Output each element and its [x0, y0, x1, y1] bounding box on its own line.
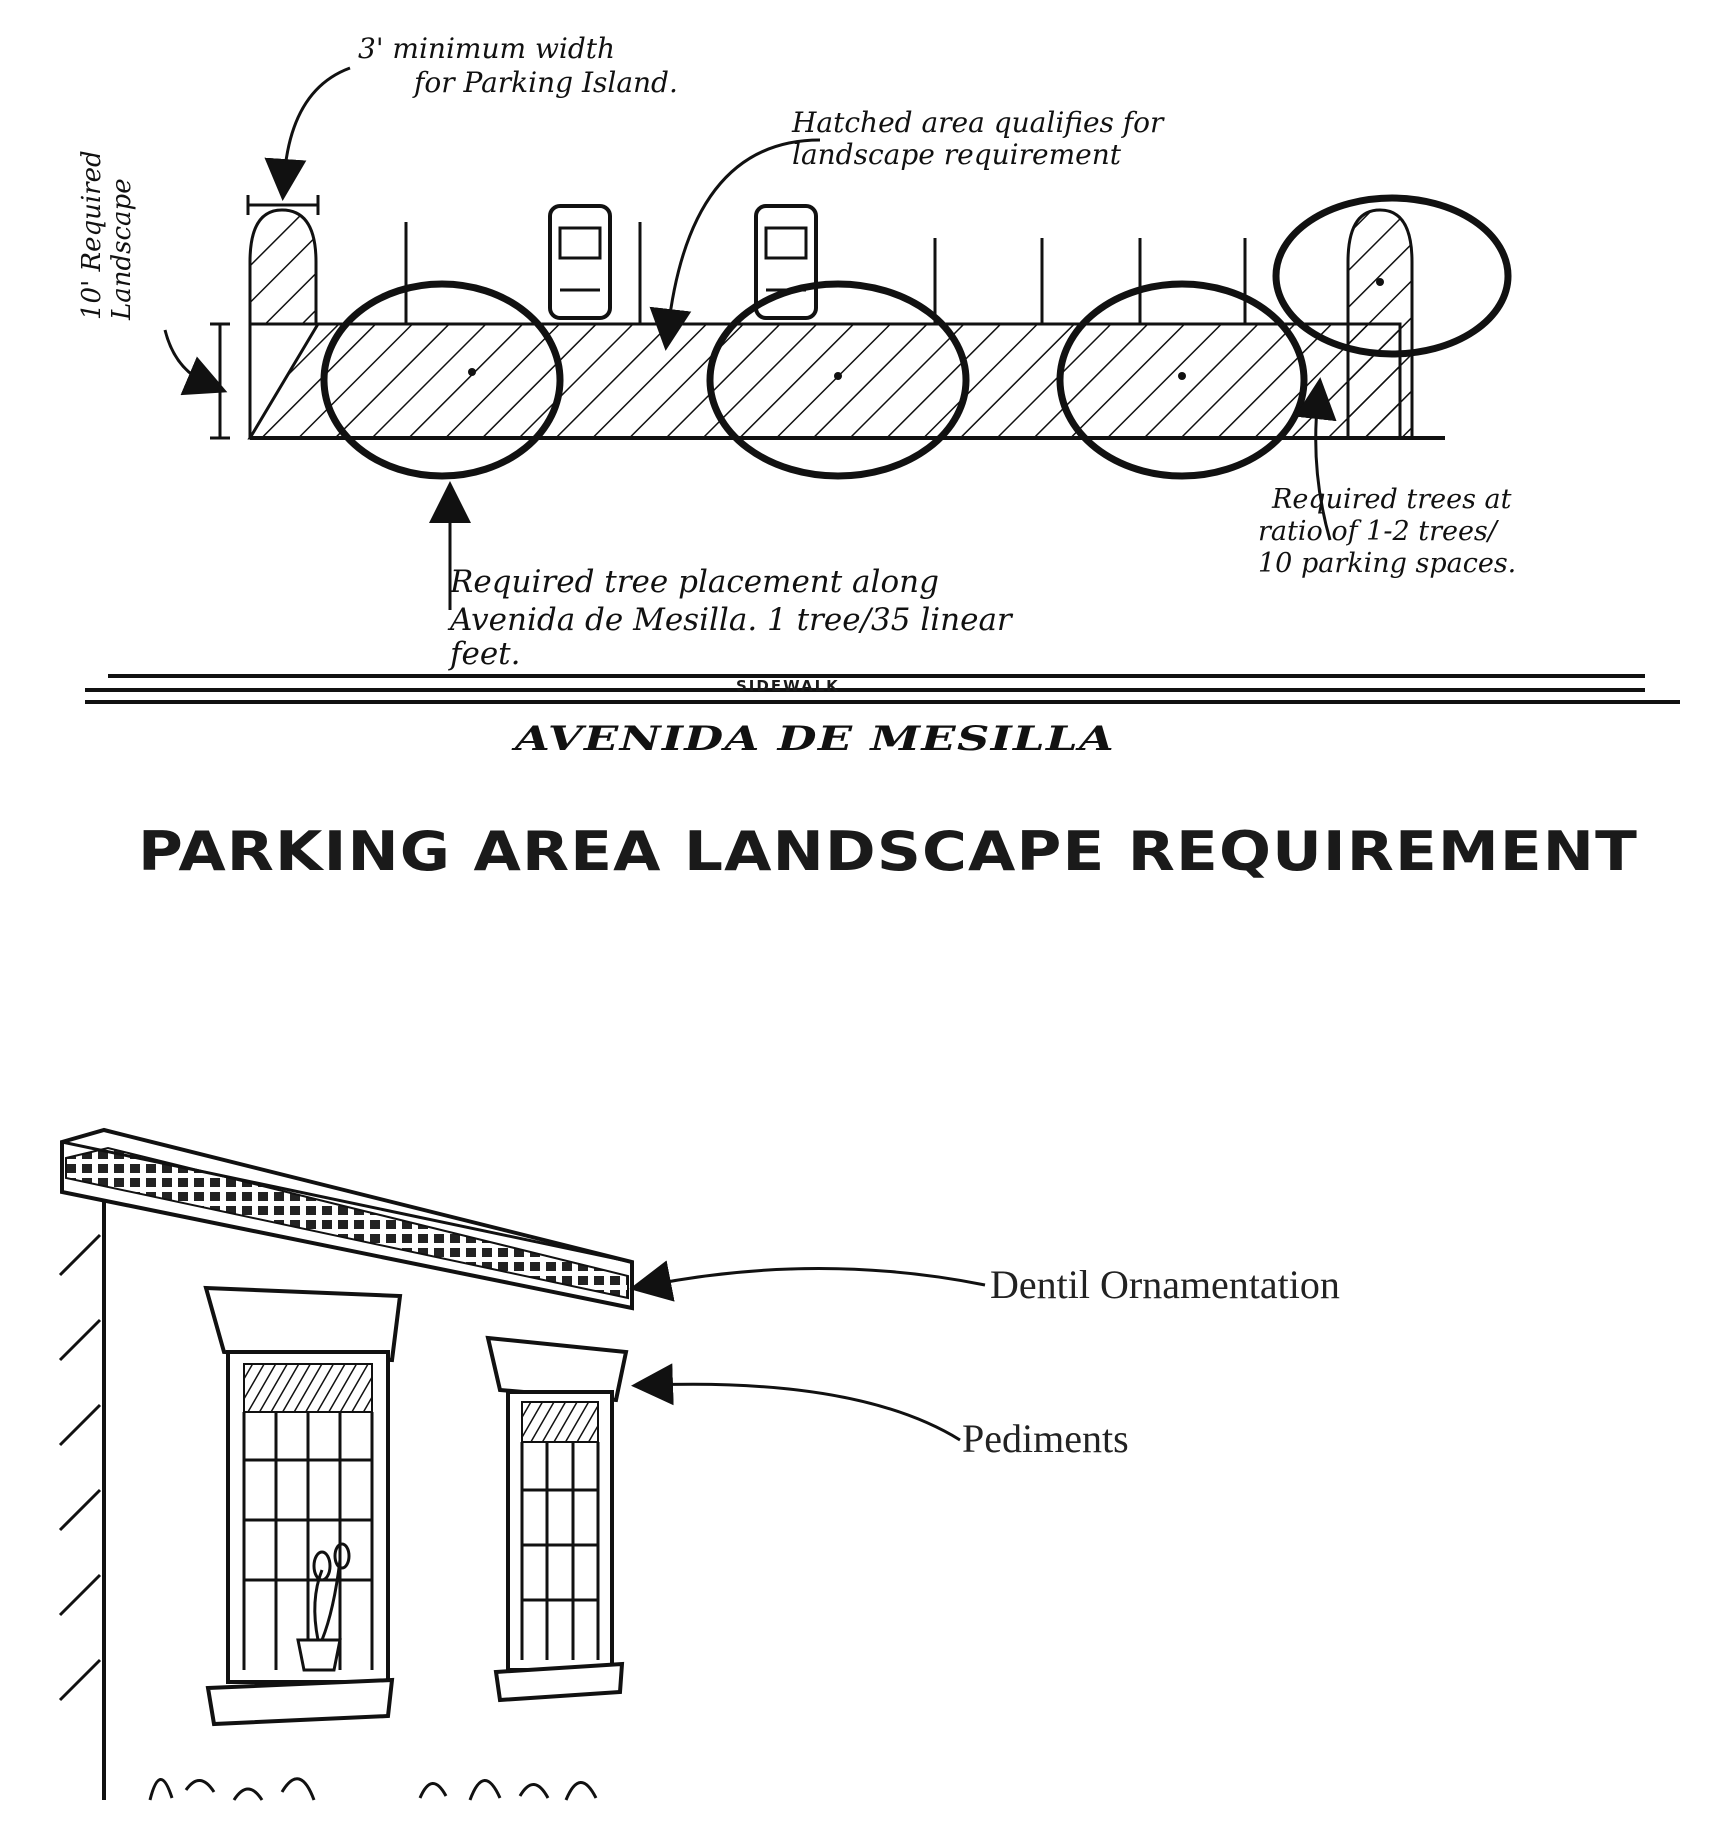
dentil-cornice [60, 1127, 634, 1311]
diagram-title: PARKING AREA LANDSCAPE REQUIREMENT [138, 820, 1638, 883]
tree-ratio-arrow [1294, 377, 1337, 541]
note-min-width: 3' minimum width for Parking Island. [358, 32, 678, 99]
sidewalk-label: SIDEWALK [736, 677, 840, 695]
dentil-arrow [629, 1260, 986, 1302]
tree-canopy-icon [320, 280, 564, 480]
setback-arrow [163, 329, 228, 396]
min-width-arrow [264, 66, 351, 201]
facade-diagram: Dentil Ornamentation Pediments [58, 1127, 1340, 1801]
note-hatched-area: Hatched area qualifies for landscape req… [791, 106, 1172, 171]
hatched-area-arrow [649, 138, 821, 351]
note-setback: 10' Required Landscape [77, 142, 137, 321]
street-label: AVENIDA DE MESILLA [511, 719, 1115, 759]
tree-canopy-icon [706, 280, 970, 480]
pediment-right [485, 1335, 629, 1403]
parked-car-icon [548, 204, 612, 320]
parking-island-right [1346, 208, 1414, 440]
note-tree-ratio: Required trees at ratio of 1-2 trees/ 10… [1258, 484, 1520, 579]
parking-stall-lines [404, 222, 1247, 324]
wall-hatching [58, 1233, 102, 1702]
window-left [203, 1285, 403, 1727]
note-tree-placement: Required tree placement along Avenida de… [447, 564, 1022, 672]
pediments-arrow [631, 1363, 961, 1442]
sill-left [205, 1677, 395, 1727]
parking-landscape-diagram: 3' minimum width for Parking Island. Hat… [77, 32, 1680, 883]
tree-canopy-icon [1272, 194, 1512, 358]
window-right [485, 1335, 629, 1703]
sill-right [493, 1661, 625, 1703]
label-dentil-ornamentation: Dentil Ornamentation [990, 1262, 1340, 1307]
landscape-strip [247, 322, 1402, 440]
pediment-left [203, 1285, 403, 1363]
potted-plant-icon [296, 1542, 351, 1672]
shrubs [148, 1777, 598, 1801]
label-pediments: Pediments [962, 1416, 1129, 1461]
parking-island-left [248, 208, 318, 438]
